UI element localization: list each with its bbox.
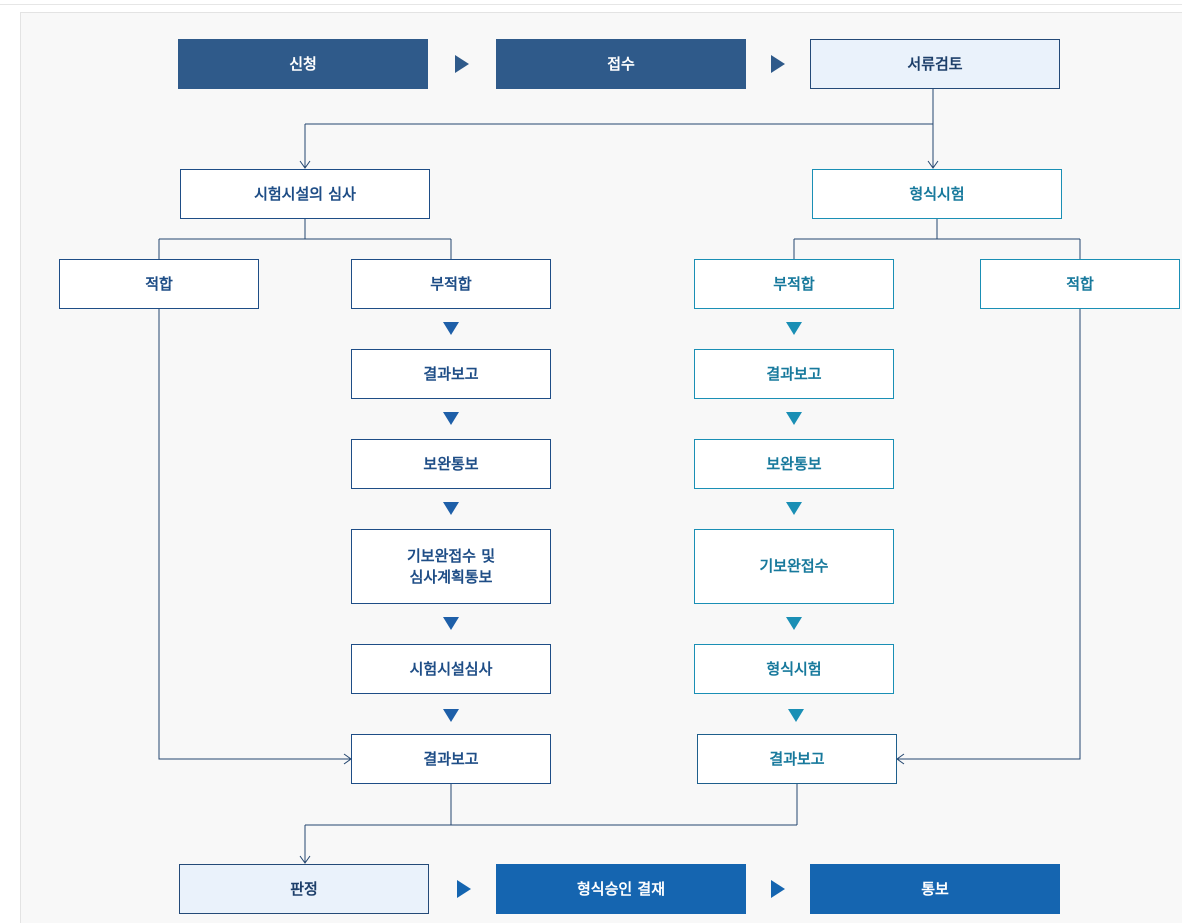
right-pass: 적합 [980,259,1180,309]
right-fail: 부적합 [694,259,894,309]
step-document-review-label: 서류검토 [907,54,963,73]
step-notice-label: 통보 [921,879,949,898]
right-step-2-label: 보완통보 [766,454,822,473]
right-pass-label: 적합 [1066,274,1094,293]
right-step-1-label: 결과보고 [766,364,822,383]
step-document-review: 서류검토 [810,39,1060,89]
right-step-4: 형식시험 [694,644,894,694]
left-fail: 부적합 [351,259,551,309]
left-step-4: 시험시설심사 [351,644,551,694]
step-approval-label: 형식승인 결재 [576,879,666,898]
step-judgement: 판정 [179,864,429,914]
left-branch-header-label: 시험시설의 심사 [254,184,356,203]
step-judgement-label: 판정 [290,879,318,898]
top-divider [0,4,1182,5]
right-step-4-label: 형식시험 [766,659,822,678]
right-branch-header: 형식시험 [812,169,1062,219]
left-step-4-label: 시험시설심사 [409,659,493,678]
step-receipt: 접수 [496,39,746,89]
left-step-5-label: 결과보고 [423,749,479,768]
left-pass: 적합 [59,259,259,309]
right-step-3-label: 기보완접수 [759,557,829,575]
left-step-2-label: 보완통보 [423,454,479,473]
step-apply-label: 신청 [289,54,317,73]
step-approval: 형식승인 결재 [496,864,746,914]
left-branch-header: 시험시설의 심사 [180,169,430,219]
left-step-1-label: 결과보고 [423,364,479,383]
right-step-5: 결과보고 [697,734,897,784]
left-step-3-label: 기보완접수 및 심사계획통보 [406,546,496,586]
left-fail-label: 부적합 [430,274,472,293]
right-step-1: 결과보고 [694,349,894,399]
flowchart-panel [20,12,1182,923]
left-step-5: 결과보고 [351,734,551,784]
right-step-3: 기보완접수 [694,529,894,604]
step-apply: 신청 [178,39,428,89]
step-notice: 통보 [810,864,1060,914]
left-pass-label: 적합 [145,274,173,293]
right-step-2: 보완통보 [694,439,894,489]
right-step-5-label: 결과보고 [769,749,825,768]
right-fail-label: 부적합 [773,274,815,293]
right-branch-header-label: 형식시험 [909,184,965,203]
step-receipt-label: 접수 [607,54,635,73]
left-step-2: 보완통보 [351,439,551,489]
left-step-1: 결과보고 [351,349,551,399]
left-step-3: 기보완접수 및 심사계획통보 [351,529,551,604]
